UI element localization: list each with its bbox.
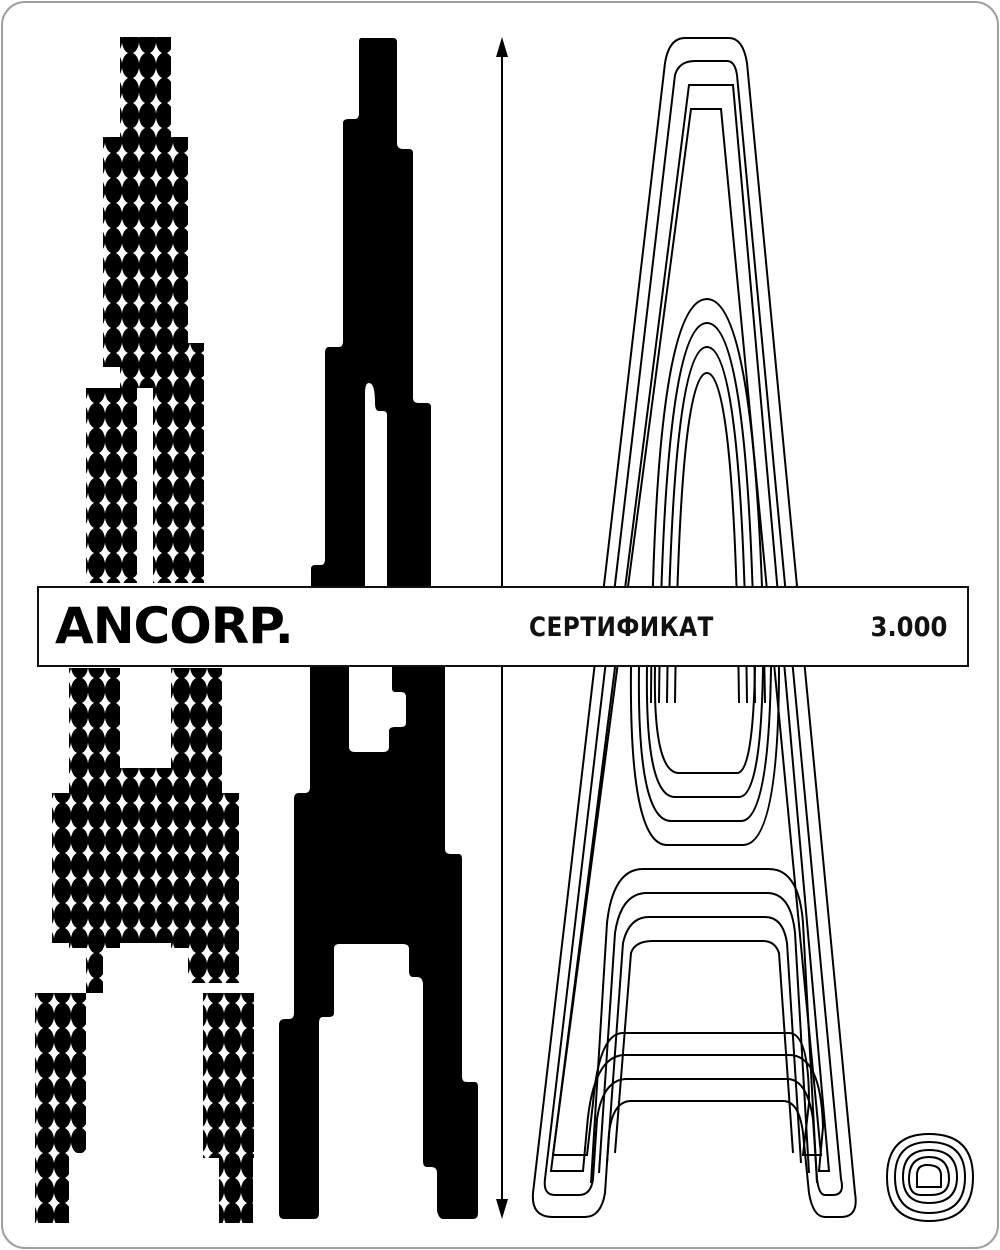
certificate-banner: ANCORP. СЕРТИФИКАТ 3.000 [37,586,969,667]
brand-logo: ANCORP. [55,594,294,658]
certificate-artwork [35,37,975,1223]
dotted-letter-a-icon [35,37,254,1223]
outline-letter-a-icon [531,37,857,1218]
certificate-title: СЕРТИФИКАТ [529,612,714,643]
outline-letter-o-icon [885,1132,975,1223]
solid-letter-a-icon [279,38,478,1219]
brand-logo-text: ANCORP. [55,597,294,655]
certificate-amount: 3.000 [870,612,947,643]
